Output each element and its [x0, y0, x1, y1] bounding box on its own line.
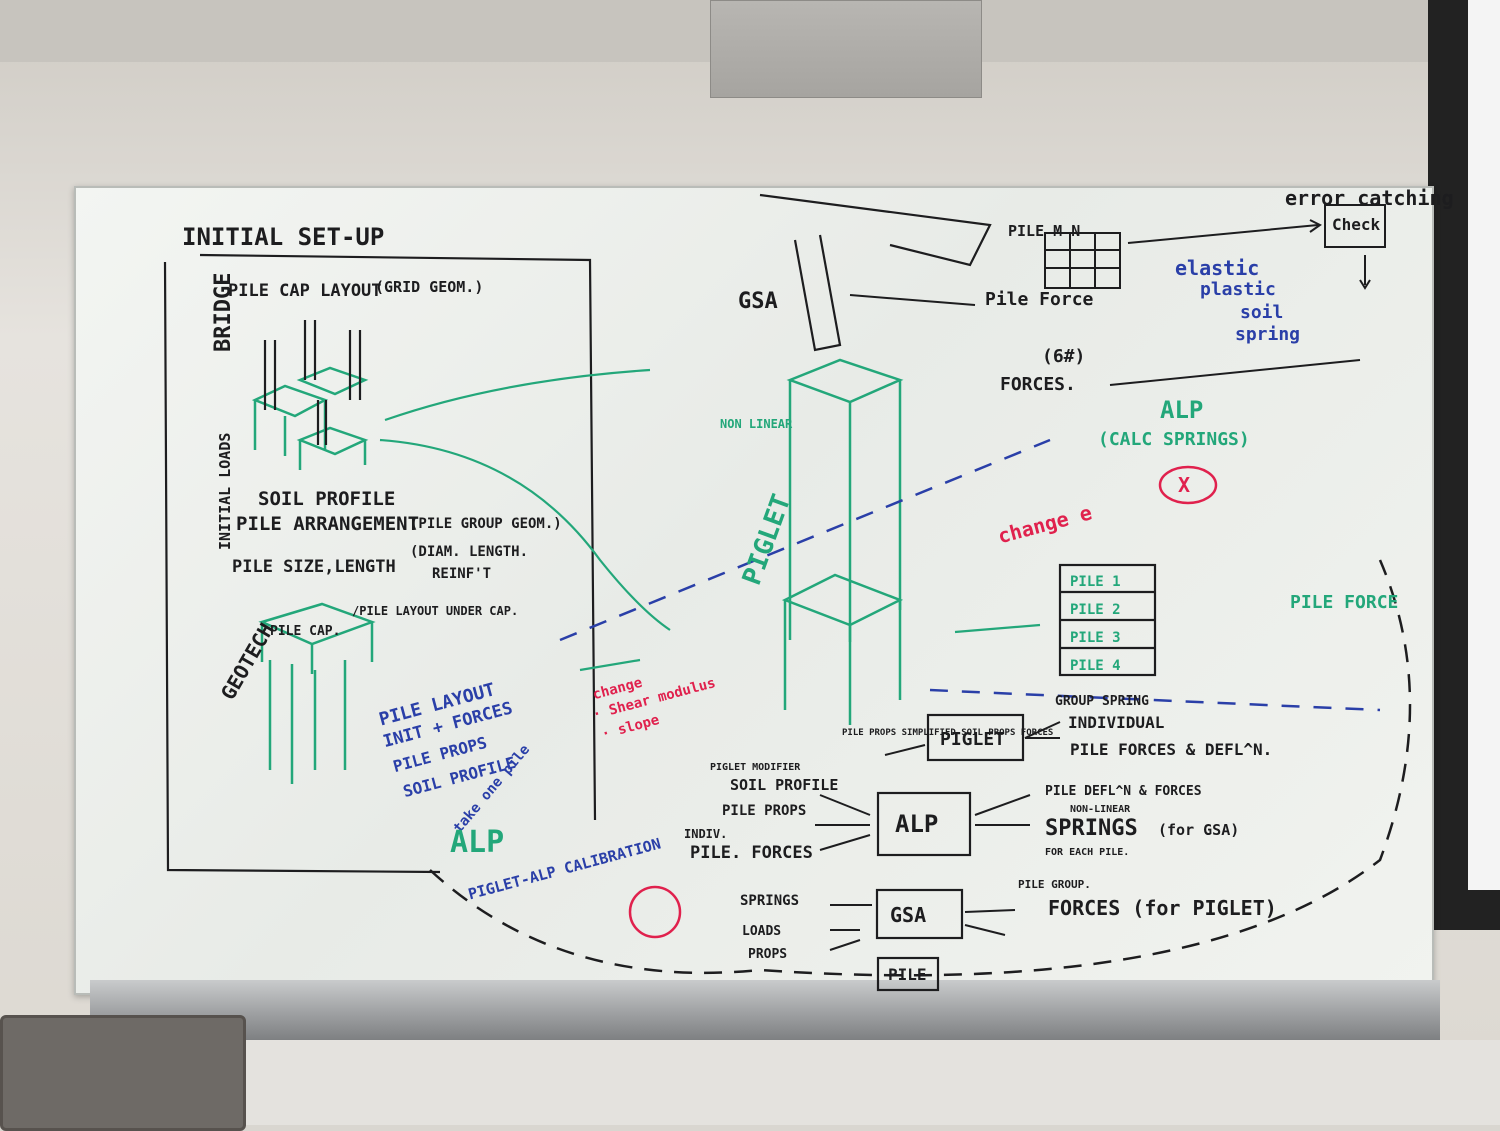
label-for-each-pile: FOR EACH PILE.	[1045, 847, 1129, 858]
lower-wall	[240, 1040, 1500, 1125]
box-alp: ALP	[895, 810, 938, 838]
label-soil-profile: SOIL PROFILE	[258, 488, 395, 510]
label-pile-size-length: PILE SIZE,LENGTH	[232, 557, 396, 577]
label-for-gsa: (for GSA)	[1158, 821, 1239, 839]
whiteboard	[74, 186, 1434, 995]
label-pile-cap: PILE CAP.	[270, 624, 340, 639]
label-diam-length: (DIAM. LENGTH.	[410, 544, 528, 560]
pile-row-1: PILE 1	[1070, 574, 1121, 590]
blue-dashed-line-2	[929, 688, 1381, 712]
label-calc-springs: (CALC SPRINGS)	[1098, 429, 1250, 450]
label-reinft: REINF'T	[432, 566, 491, 582]
title-initial-setup: INITIAL SET-UP	[182, 223, 384, 251]
label-group-spring: GROUP SPRING	[1055, 694, 1149, 709]
box-piglet: PIGLET	[940, 729, 1005, 750]
label-pile-layout-under-cap: /PILE LAYOUT UNDER CAP.	[352, 604, 518, 618]
note-elastic: elastic	[1175, 256, 1259, 280]
label-props: PROPS	[748, 947, 787, 962]
blue-dashed-line	[559, 438, 1051, 642]
label-non-linear-flow: NON-LINEAR	[1070, 804, 1131, 815]
pile-mn-table	[1044, 204, 1386, 290]
note-spring: spring	[1235, 324, 1300, 345]
label-pile-m-n: PILE M N	[1008, 222, 1080, 240]
note-soil: soil	[1240, 302, 1283, 323]
label-forces-6: (6#)	[1042, 346, 1085, 367]
label-loads: LOADS	[742, 924, 781, 939]
label-piglet-modifier: PIGLET MODIFIER	[710, 762, 801, 773]
pile-row-2: PILE 2	[1070, 602, 1121, 618]
red-change-e: change e	[995, 500, 1094, 548]
label-initial-loads: INITIAL LOADS	[216, 433, 234, 550]
label-individual: INDIVIDUAL	[1068, 713, 1164, 732]
note-alp-green: ALP	[450, 825, 504, 860]
label-check: Check	[1332, 215, 1381, 234]
label-alp-calc: ALP	[1160, 396, 1203, 424]
label-pile-group: PILE GROUP.	[1018, 878, 1091, 891]
initial-setup-frame	[163, 253, 597, 874]
label-soil-profile-flow: SOIL PROFILE	[730, 776, 838, 794]
marker-tray	[90, 980, 1440, 1040]
label-non-linear: NON LINEAR	[720, 417, 793, 431]
label-pile-force: Pile Force	[985, 289, 1094, 310]
flow-boxes	[875, 563, 1157, 992]
red-x-marks	[628, 465, 1218, 939]
red-x-top: X	[1178, 473, 1190, 497]
feedback-loop-dashed	[429, 559, 1412, 977]
label-grid-geom: (GRID GEOM.)	[375, 278, 483, 296]
pile-columns	[263, 193, 992, 445]
projected-slide	[1468, 0, 1500, 890]
label-pile-force-green: PILE FORCE	[1290, 592, 1398, 613]
note-plastic: plastic	[1200, 279, 1276, 300]
green-arrows	[379, 368, 1041, 672]
label-pile-forces-defl: PILE FORCES & DEFL^N.	[1070, 740, 1272, 759]
label-forces-piglet: FORCES (for PIGLET)	[1048, 896, 1277, 920]
label-pile-arrangement: PILE ARRANGEMENT	[236, 513, 419, 535]
flow-arrows	[815, 294, 1361, 951]
pile-row-3: PILE 3	[1070, 630, 1121, 646]
label-pile-defl-forces: PILE DEFL^N & FORCES	[1045, 784, 1202, 799]
label-piglet-inputs: PILE PROPS SIMPLIFIED SOIL PROPS FORCES	[842, 728, 1053, 738]
label-bridge: BRIDGE	[211, 273, 236, 352]
label-piglet-green: PIGLET	[737, 490, 797, 589]
label-gsa: GSA	[738, 289, 778, 314]
label-pile-cap-layout: PILE CAP LAYOUT	[228, 281, 382, 301]
label-springs: SPRINGS	[1045, 816, 1138, 841]
label-error-catching: error catching	[1285, 186, 1454, 210]
pile-row-4: PILE 4	[1070, 658, 1121, 674]
label-pile-forces-flow: PILE. FORCES	[690, 843, 813, 863]
box-gsa: GSA	[890, 903, 926, 927]
box-pile: PILE	[888, 965, 927, 984]
label-pile-group-geom: (PILE GROUP GEOM.)	[410, 516, 562, 532]
ceiling-vent	[710, 0, 982, 98]
label-indiv: INDIV.	[684, 827, 727, 841]
label-forces: FORCES.	[1000, 374, 1076, 395]
label-springs-in: SPRINGS	[740, 893, 799, 909]
label-pile-props-flow: PILE PROPS	[722, 803, 806, 819]
